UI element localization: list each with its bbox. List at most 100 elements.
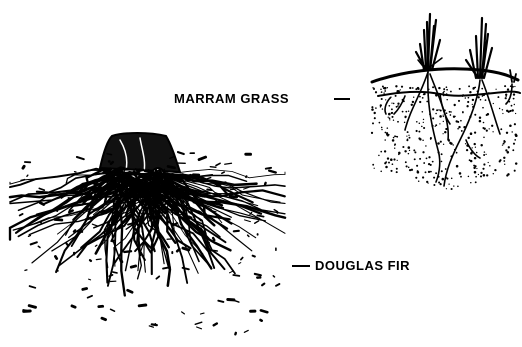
root-texture-dash — [205, 178, 211, 180]
sand-dot — [466, 105, 468, 107]
root-texture-dash — [155, 324, 156, 325]
root-texture-dash — [269, 171, 276, 173]
sand-dot — [388, 113, 391, 116]
root-texture-dash — [248, 235, 249, 236]
sand-dot — [430, 171, 432, 173]
sand-dot — [493, 103, 494, 104]
sand-dot — [504, 164, 505, 165]
sand-dot — [421, 126, 423, 128]
douglas-fir-illustration — [10, 133, 285, 334]
root-texture-dash — [174, 187, 176, 189]
sand-dot — [371, 106, 373, 108]
sand-dot — [388, 105, 390, 107]
root-texture-dash — [168, 166, 175, 167]
sand-dot — [405, 117, 407, 119]
sand-dot — [387, 87, 388, 88]
sand-dot — [443, 88, 445, 90]
root-texture-dash — [210, 251, 211, 253]
root-texture-dash — [273, 276, 274, 277]
sand-dot — [373, 88, 375, 90]
sand-dot — [454, 116, 455, 117]
sand-dot — [393, 103, 395, 105]
sand-dot — [415, 177, 417, 179]
root-texture-dash — [111, 309, 115, 311]
sand-dot — [509, 125, 512, 128]
sand-dot — [422, 151, 424, 153]
sand-dot — [513, 98, 515, 100]
sand-dot — [460, 120, 462, 122]
root-texture-dash — [66, 243, 67, 245]
root-texture-dash — [20, 214, 23, 216]
sand-dot — [483, 163, 485, 165]
sand-dot — [492, 131, 493, 132]
sand-dot — [419, 122, 421, 124]
root-texture-dash — [148, 178, 152, 180]
grass-sprout-edge — [510, 70, 516, 82]
sand-dot — [435, 172, 437, 174]
sand-dot — [423, 127, 425, 129]
root-texture-dash — [182, 174, 183, 176]
sand-dot — [472, 88, 474, 90]
root-texture-dash — [113, 240, 115, 241]
sand-dot — [443, 114, 444, 115]
sand-dot — [428, 156, 430, 158]
sand-dot — [480, 172, 482, 174]
sand-dot — [397, 103, 399, 105]
sand-dot — [406, 135, 407, 136]
sand-dot — [514, 86, 515, 87]
sand-dot — [462, 112, 464, 114]
sand-dot — [422, 139, 424, 141]
sand-dot — [380, 89, 382, 91]
sand-dot — [505, 94, 507, 96]
root-texture-dash — [246, 176, 247, 177]
sand-dot — [457, 186, 459, 188]
sand-dot — [482, 107, 484, 109]
sand-dot — [426, 101, 428, 103]
root-texture-dash — [25, 270, 27, 271]
sand-dot — [480, 144, 482, 146]
sand-dot — [508, 111, 510, 113]
sand-dot — [417, 171, 420, 174]
root-texture-dash — [222, 172, 225, 173]
sand-dot — [380, 171, 382, 173]
sand-dot — [444, 131, 446, 133]
sand-dot — [515, 113, 516, 114]
sand-dot — [413, 96, 414, 97]
sand-dot — [478, 174, 479, 175]
sand-dot — [473, 165, 475, 167]
sand-dot — [459, 172, 462, 175]
sand-dot — [511, 109, 513, 111]
root-texture-dash — [72, 306, 75, 307]
sand-dot — [418, 180, 419, 181]
sand-dot — [384, 87, 387, 90]
sand-dot — [466, 149, 468, 151]
sand-dot — [425, 145, 426, 146]
root-texture-dash — [74, 230, 75, 231]
sand-dot — [446, 188, 447, 189]
sand-dot — [500, 128, 502, 130]
sand-dot — [469, 159, 471, 161]
root-texture-dash — [182, 312, 185, 314]
sand-dot — [391, 103, 392, 104]
sand-dot — [480, 99, 482, 101]
root-texture-dash — [261, 310, 267, 312]
sand-dot — [508, 146, 510, 148]
sand-dot — [372, 164, 374, 166]
sand-dot — [456, 152, 458, 154]
sand-dot — [484, 128, 486, 130]
root-texture-dash — [27, 175, 28, 176]
sand-dot — [419, 96, 421, 98]
root-texture-dash — [216, 163, 220, 165]
sand-dot — [404, 122, 405, 123]
root-texture-dash — [214, 324, 217, 326]
root-texture-dash — [257, 215, 263, 216]
sand-dot — [446, 112, 448, 114]
sand-dot — [407, 139, 409, 141]
root-texture-dash — [178, 152, 184, 154]
root-texture-dash — [96, 259, 101, 260]
sand-dot — [384, 150, 386, 152]
sand-dot — [484, 151, 485, 152]
sand-dot — [474, 143, 476, 145]
douglas-fir-label: DOUGLAS FIR — [291, 258, 410, 273]
sand-dot — [405, 161, 407, 163]
